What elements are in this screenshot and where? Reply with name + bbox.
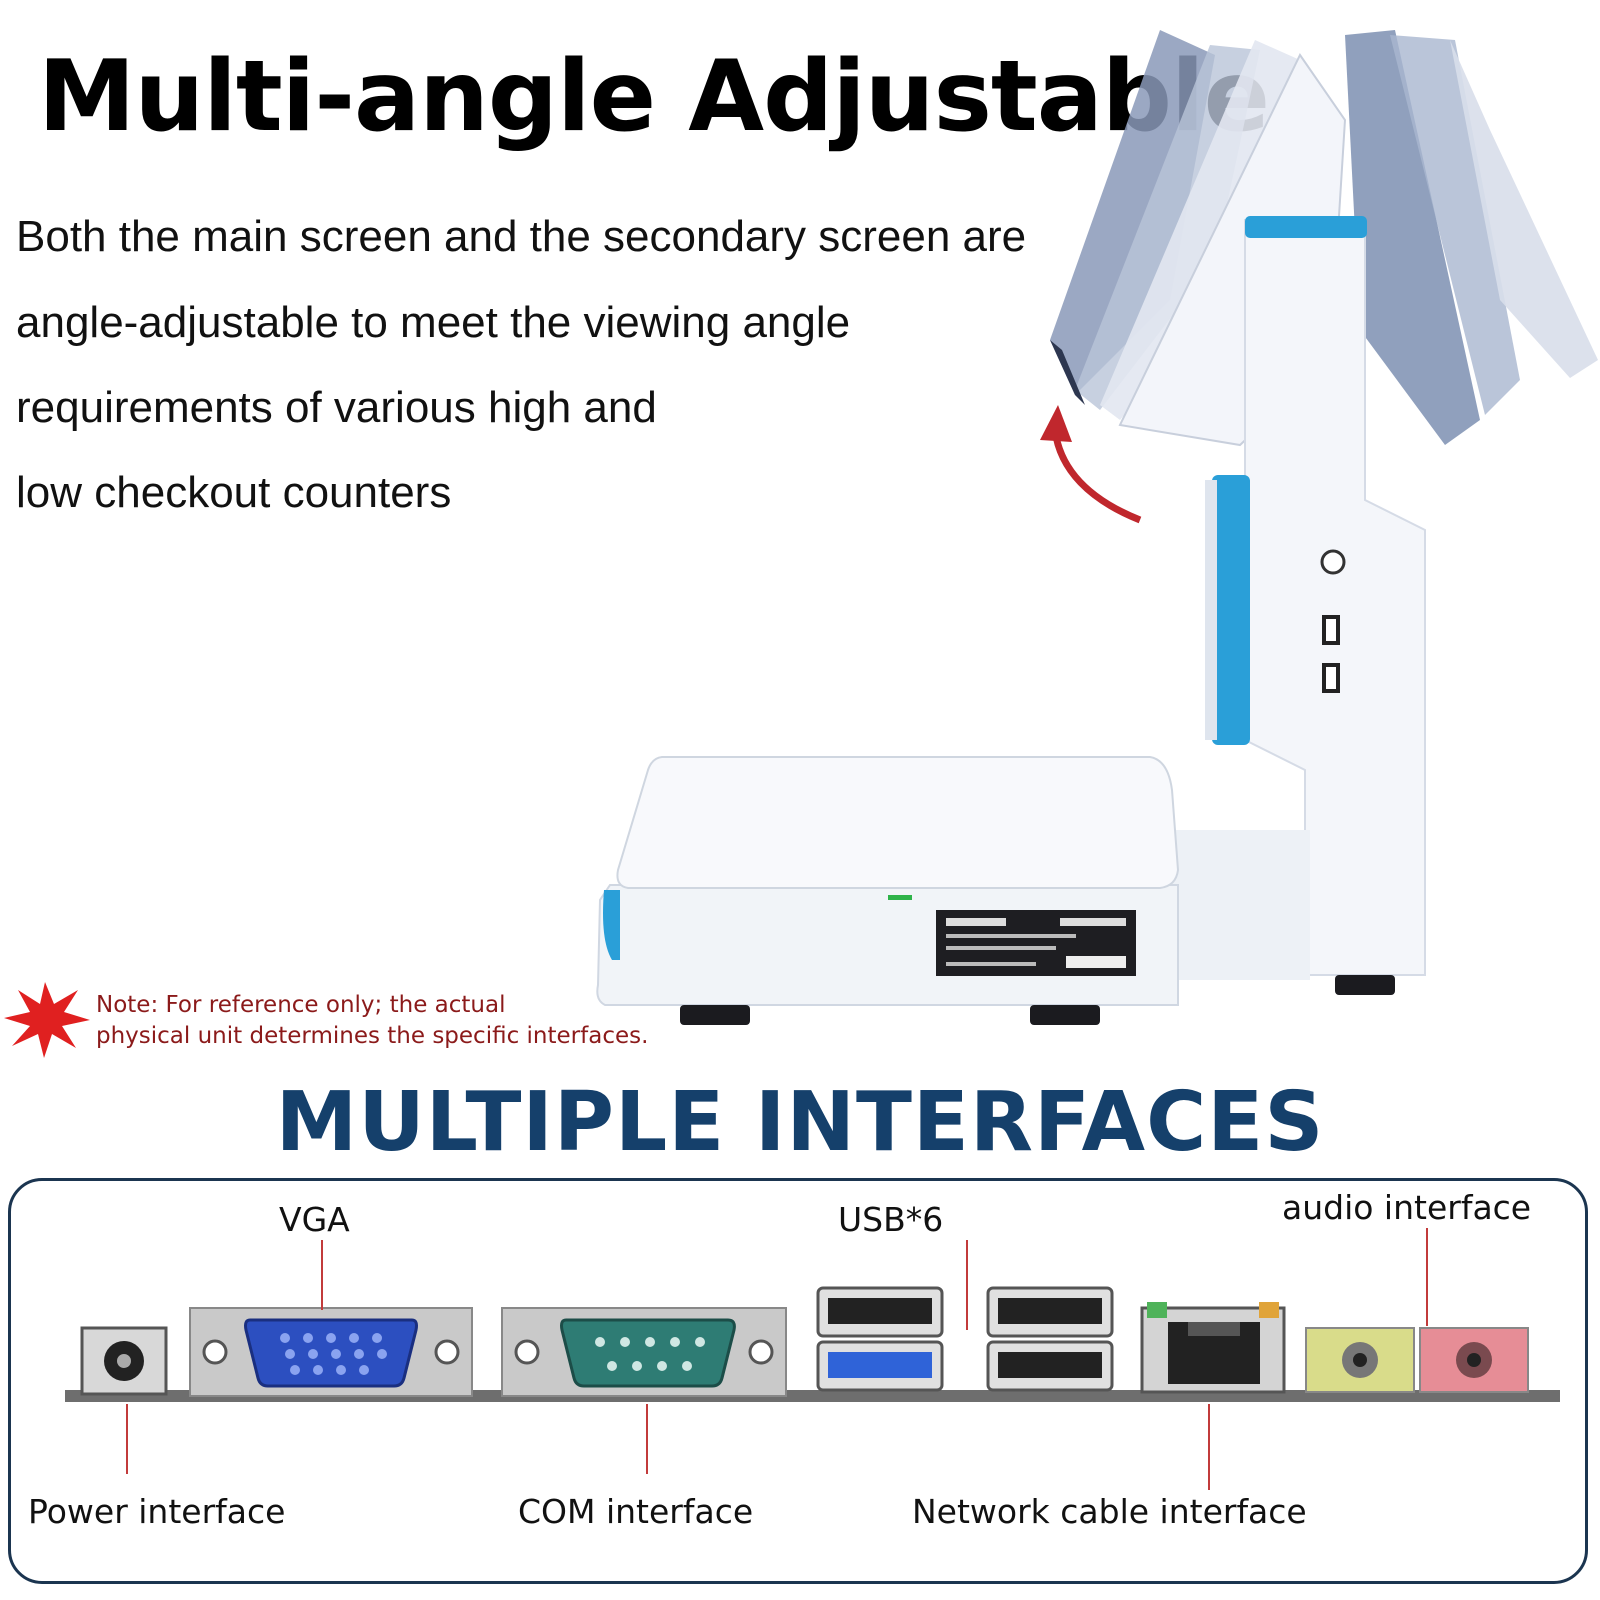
note-line-2: physical unit determines the specific in… [96, 1023, 649, 1049]
ethernet-port-icon [1140, 1302, 1286, 1394]
vga-label: VGA [279, 1200, 350, 1239]
vga-leader [321, 1240, 323, 1310]
page-title: Multi-angle Adjustable [38, 40, 1270, 154]
description-line-4: low checkout counters [16, 468, 452, 517]
interfaces-panel [8, 1178, 1588, 1584]
power-jack-icon [80, 1326, 168, 1396]
usb-leader [966, 1240, 968, 1330]
network-leader [1208, 1404, 1210, 1490]
audio-leader [1426, 1228, 1428, 1326]
description-line-1: Both the main screen and the secondary s… [16, 212, 1027, 261]
product-illustration [4, 30, 1598, 1058]
description-line-2: angle-adjustable to meet the viewing ang… [16, 298, 851, 347]
description-line-3: requirements of various high and [16, 383, 657, 432]
power-label: Power interface [28, 1492, 286, 1531]
reference-note: Note: For reference only; the actual phy… [96, 990, 648, 1052]
scale-base [596, 756, 1310, 1025]
power-leader [126, 1404, 128, 1474]
device-column [1205, 216, 1426, 995]
adjust-arrow-icon [1040, 405, 1142, 524]
note-line-1: Note: For reference only; the actual [96, 992, 506, 1018]
com-label: COM interface [518, 1492, 754, 1531]
usb-port-icon [816, 1286, 1114, 1392]
io-panel-illustration [65, 1286, 1560, 1402]
burst-icon [4, 982, 90, 1058]
screen-fan [1050, 30, 1598, 447]
audio-jack-icon [1305, 1327, 1529, 1393]
com-leader [646, 1404, 648, 1474]
com-port-icon [501, 1307, 787, 1397]
usb-label: USB*6 [838, 1200, 944, 1239]
network-label: Network cable interface [912, 1492, 1307, 1531]
section-title: MULTIPLE INTERFACES [275, 1075, 1325, 1170]
vga-port-icon [189, 1307, 473, 1397]
audio-label: audio interface [1282, 1188, 1532, 1227]
